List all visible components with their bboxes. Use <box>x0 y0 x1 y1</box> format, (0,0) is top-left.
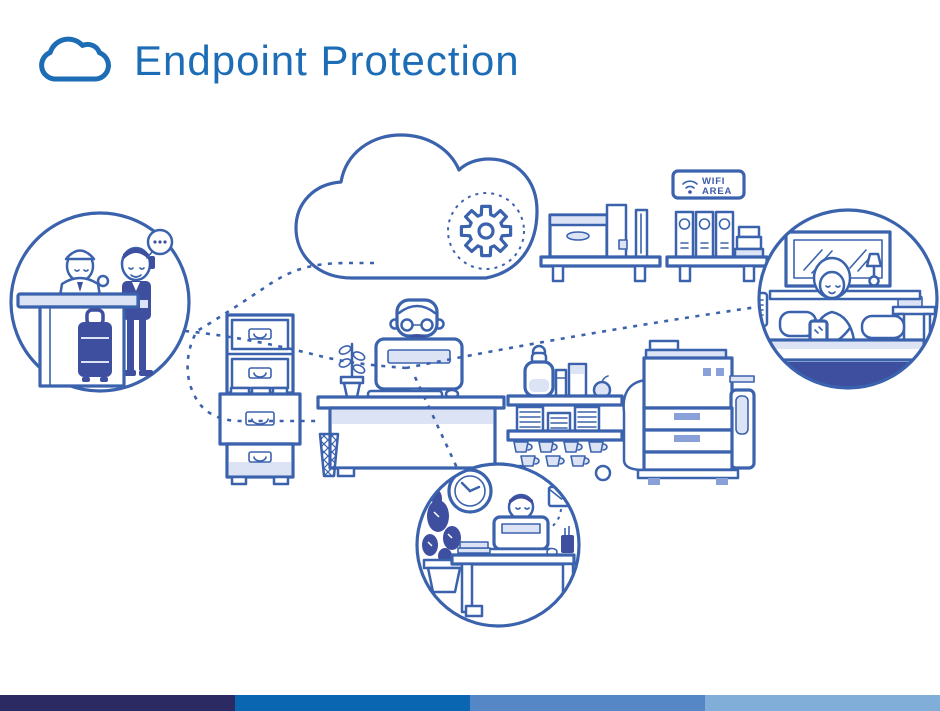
waste-basket <box>318 432 340 478</box>
footer-segment-3 <box>470 695 705 711</box>
coffee-cart <box>506 344 624 482</box>
drawer-handle <box>248 328 272 340</box>
drawer-handle <box>248 367 272 379</box>
footer-segment-2 <box>235 695 470 711</box>
wifi-area-sign: WIFI AREA <box>671 169 746 200</box>
storage-shelves <box>539 203 769 283</box>
plant-icon <box>338 342 366 399</box>
connection-reception-to-desk <box>184 329 407 370</box>
hotel-reception <box>9 211 191 393</box>
footer-bar <box>0 695 940 711</box>
home-office-worker <box>415 462 581 628</box>
phone <box>149 256 155 269</box>
connection-lines <box>184 261 758 471</box>
connection-desk-to-home-office <box>413 376 460 471</box>
wifi-icon <box>682 180 698 194</box>
pillow <box>860 314 906 340</box>
office-desk-user <box>316 298 506 478</box>
raised-hand <box>96 274 110 288</box>
footer-segment-1 <box>0 695 235 711</box>
wall-shelf <box>539 255 662 268</box>
speech-bubble-icon <box>146 228 174 259</box>
illustration: WIFI AREA <box>9 133 939 628</box>
cloud-icon <box>39 36 111 82</box>
cactus-icon <box>422 490 466 594</box>
connection-desk-to-hotel-room <box>405 305 758 370</box>
coffee-carafe <box>523 344 555 398</box>
hotel-room-guest <box>757 208 939 390</box>
drawer-handle <box>245 411 275 426</box>
suitcase <box>78 308 112 382</box>
desk <box>316 395 506 478</box>
file-cabinet <box>218 313 302 486</box>
footer-segment-4 <box>705 695 940 711</box>
drawer-handle <box>248 451 272 463</box>
napkin-stacks <box>515 405 601 433</box>
coffee-cups <box>513 441 608 467</box>
paper-tray <box>622 378 648 472</box>
receptionist <box>58 249 110 298</box>
gear-icon <box>459 204 513 258</box>
dashed-orbit <box>447 192 525 270</box>
pencil-cup <box>561 526 574 553</box>
header: Endpoint Protection <box>36 36 520 86</box>
binders <box>674 210 735 259</box>
wifi-sign-line1: WIFI <box>702 176 725 187</box>
cash-register <box>733 225 765 259</box>
cloud-service <box>294 133 539 280</box>
wall-shelf <box>665 255 769 268</box>
laptop <box>486 515 556 557</box>
wifi-sign-line2: AREA <box>702 186 732 197</box>
wall-lamp <box>865 252 883 287</box>
guest-on-phone <box>120 246 155 376</box>
hotel-room-scene-circle <box>757 208 939 390</box>
page-title: Endpoint Protection <box>134 37 520 84</box>
copier <box>622 339 756 485</box>
clock-icon <box>447 468 493 514</box>
glasses-icon <box>400 318 434 332</box>
home-office-scene-circle <box>415 462 581 628</box>
